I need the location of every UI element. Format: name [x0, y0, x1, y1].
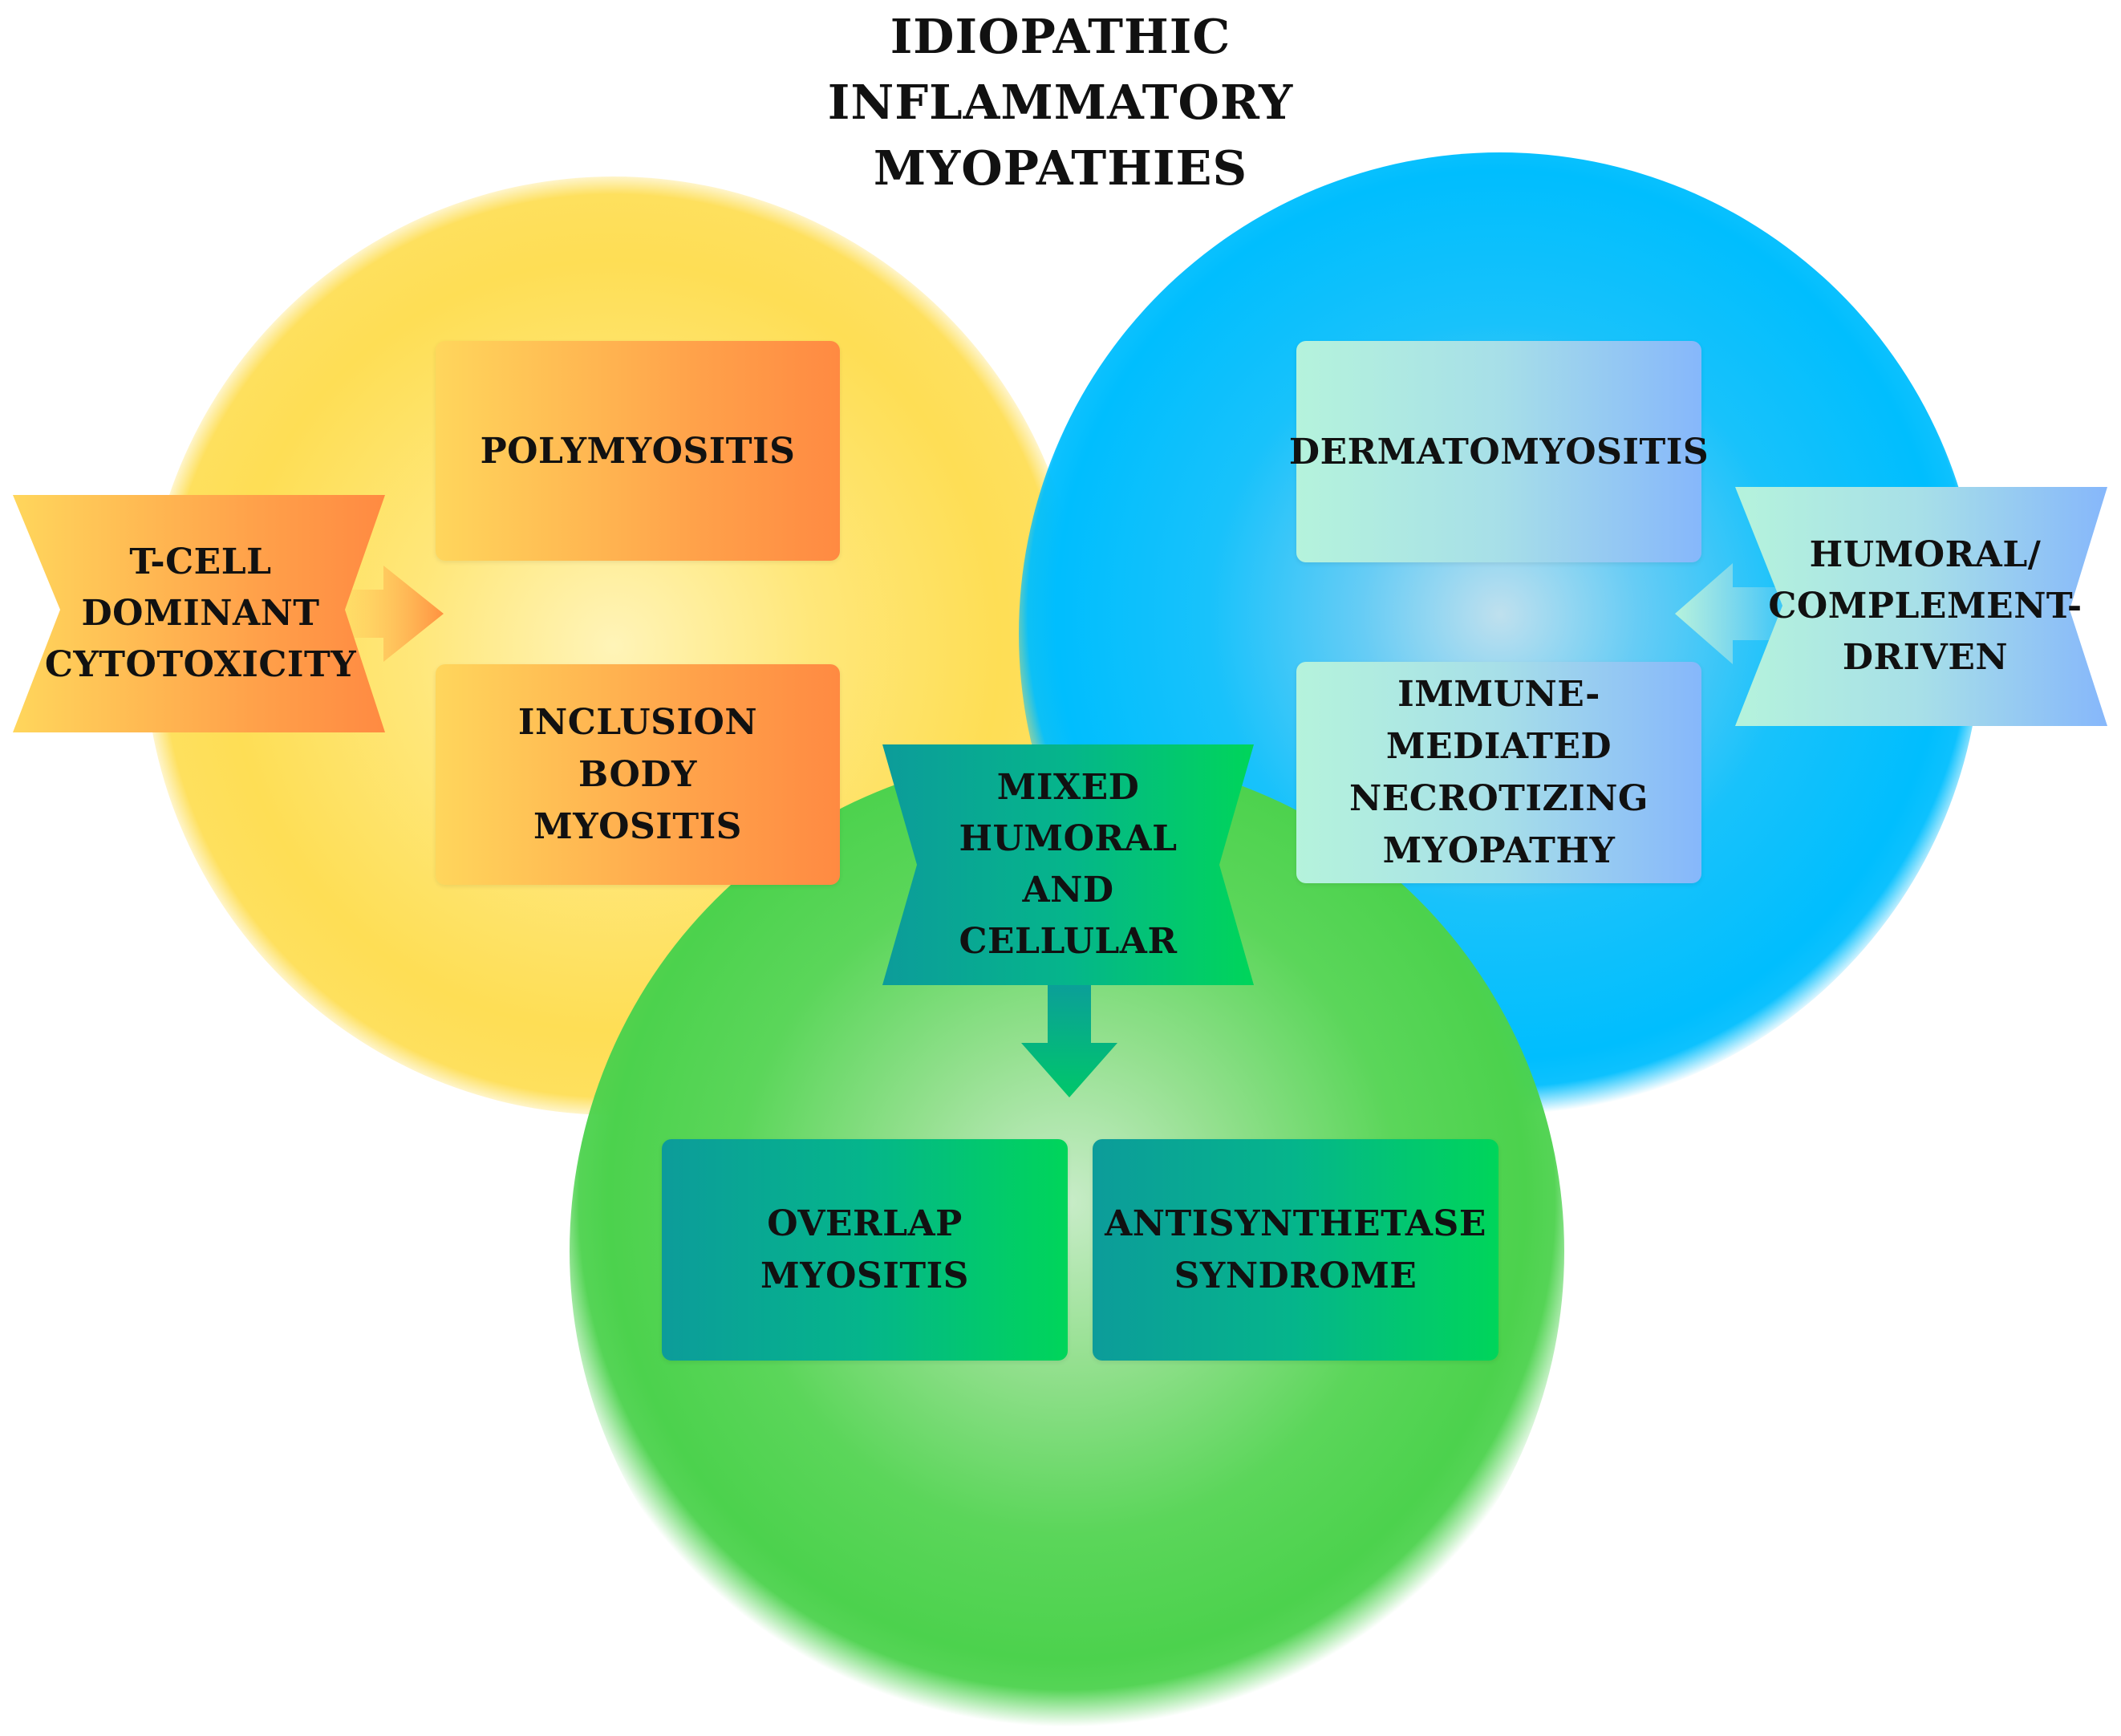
inclusion-line-1: INCLUSION	[517, 702, 758, 743]
tcell-arrow-right	[337, 566, 444, 662]
inclusion-line-3: MYOSITIS	[533, 806, 742, 847]
humoral-arrow-left	[1675, 563, 1787, 664]
humoral-line-1: HUMORAL/	[1809, 534, 2042, 575]
polymyositis-label: POLYMYOSITIS	[480, 430, 796, 472]
antisynthetase-syndrome-box: ANTISYNTHETASE SYNDROME	[1093, 1139, 1498, 1361]
title-line-3: MYOPATHIES	[873, 140, 1248, 196]
overlap-line-1: OVERLAP	[767, 1203, 963, 1244]
diagram-title: IDIOPATHIC INFLAMMATORY MYOPATHIES	[740, 4, 1381, 201]
dermatomyositis-label: DERMATOMYOSITIS	[1288, 431, 1709, 473]
tcell-line-1: T-CELL	[129, 541, 272, 582]
inclusion-body-myositis-box: INCLUSION BODY MYOSITIS	[436, 664, 840, 885]
tcell-line-3: CYTOTOXICITY	[44, 644, 357, 685]
mixed-mechanism-label: MIXED HUMORAL AND CELLULAR	[906, 744, 1230, 985]
imnm-line-3: NECROTIZING	[1349, 778, 1649, 819]
tcell-mechanism-label: T-CELL DOMINANT CYTOTOXICITY	[32, 495, 369, 732]
humoral-line-3: DRIVEN	[1842, 637, 2009, 678]
immune-mediated-necrotizing-myopathy-box: IMMUNE- MEDIATED NECROTIZING MYOPATHY	[1296, 662, 1701, 883]
imnm-line-1: IMMUNE-	[1397, 674, 1600, 715]
overlap-line-2: MYOSITIS	[760, 1255, 969, 1296]
mixed-arrow-down	[1021, 985, 1117, 1097]
imnm-line-2: MEDIATED	[1385, 726, 1612, 767]
polymyositis-box: POLYMYOSITIS	[436, 341, 840, 561]
mixed-hourglass-shape	[882, 744, 1254, 985]
title-line-1: IDIOPATHIC	[890, 9, 1231, 64]
antisynthetase-line-2: SYNDROME	[1174, 1255, 1417, 1296]
mixed-line-3: AND	[1022, 870, 1114, 911]
humoral-line-2: COMPLEMENT-	[1768, 586, 2082, 627]
mixed-line-2: HUMORAL	[959, 818, 1178, 859]
tcell-chevron-shape	[13, 495, 385, 732]
imnm-line-4: MYOPATHY	[1382, 830, 1616, 871]
inclusion-line-2: BODY	[578, 754, 697, 795]
mixed-line-4: CELLULAR	[959, 921, 1178, 962]
dermatomyositis-box: DERMATOMYOSITIS	[1289, 341, 1709, 562]
title-line-2: INFLAMMATORY	[827, 75, 1294, 130]
tcell-line-2: DOMINANT	[81, 593, 320, 634]
mixed-line-1: MIXED	[996, 767, 1140, 808]
overlap-myositis-box: OVERLAP MYOSITIS	[662, 1139, 1068, 1361]
humoral-mechanism-label: HUMORAL/ COMPLEMENT- DRIVEN	[1761, 487, 2090, 726]
antisynthetase-line-1: ANTISYNTHETASE	[1105, 1203, 1486, 1244]
humoral-chevron-shape	[1735, 487, 2107, 726]
